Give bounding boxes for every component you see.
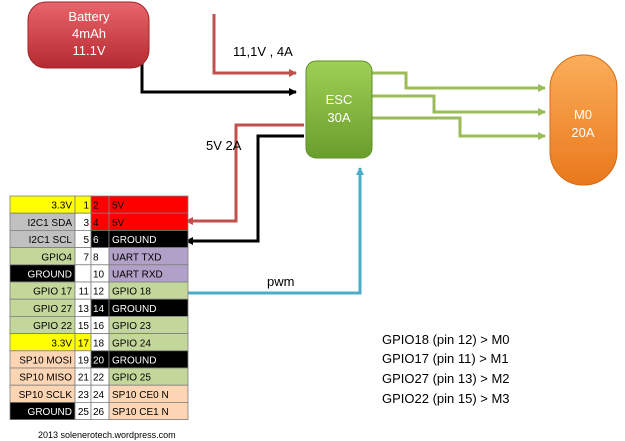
gpio-left-label: I2C1 SDA [28, 218, 73, 229]
gpio-left-pin: 25 [78, 407, 90, 418]
gpio-row-5: GROUND 10 UART RXD [9, 264, 189, 283]
pwm-label: pwm [267, 274, 294, 289]
gpio-right-pin: 6 [93, 235, 99, 246]
gpio-left-label: GROUND [28, 407, 72, 418]
motor-node: M0 20A [549, 54, 618, 186]
gpio-right-pin: 24 [93, 390, 105, 401]
battery-voltage: 11.1V [72, 43, 105, 58]
esc-rating: 30A [327, 110, 350, 125]
gpio-left-pin: 19 [78, 356, 90, 367]
gpio-right-label: 5V [112, 218, 125, 229]
gpio-right-pin: 2 [93, 201, 99, 212]
gpio-left-pin: 1 [83, 201, 89, 212]
gpio-right-label: UART RXD [112, 270, 163, 281]
gpio-left-label: SP10 MISO [19, 373, 72, 384]
battery-label: Battery [68, 9, 110, 24]
gpio-left-pin: 21 [78, 373, 90, 384]
gpio-right-label-cell [108, 401, 189, 420]
mapping-line-m2: GPIO27 (pin 13) > M2 [382, 371, 510, 386]
gpio-right-label: UART TXD [112, 252, 161, 263]
gpio-right-pin: 12 [93, 287, 105, 298]
gpio-right-label: GPIO 23 [112, 321, 151, 332]
gpio-right-pin: 20 [93, 356, 105, 367]
gpio-left-label: 3.3V [51, 201, 72, 212]
gpio-left-pin: 23 [78, 390, 90, 401]
gpio-left-label: GPIO 17 [33, 287, 72, 298]
gpio-left-pin-cell [74, 264, 92, 283]
mapping-line-m3: GPIO22 (pin 15) > M3 [382, 391, 510, 406]
mapping-line-m0: GPIO18 (pin 12) > M0 [382, 332, 510, 347]
gpio-right-pin: 14 [93, 304, 105, 315]
gpio-left-label: GPIO 22 [33, 321, 72, 332]
gpio-right-pin: 22 [93, 373, 105, 384]
gpio-left-pin: 15 [78, 321, 90, 332]
gpio-right-label: GPIO 24 [112, 338, 151, 349]
gpio-left-label: GROUND [28, 270, 72, 281]
battery-node: Battery 4mAh 11.1V [27, 1, 150, 69]
gpio-right-pin: 26 [93, 407, 105, 418]
gpio-left-pin: 11 [79, 287, 90, 298]
power-label: 11,1V , 4A [233, 44, 293, 59]
logic-power-label: 5V 2A [206, 138, 242, 153]
gpio-left-label: GPIO4 [41, 252, 72, 263]
gpio-left-label: SP10 MOSI [19, 356, 72, 367]
5v-wire-esc-to-gpio [185, 123, 304, 225]
gpio-left-label: SP10 SCLK [19, 390, 73, 401]
ground-wire-esc-to-gpio [185, 134, 304, 245]
motor-wire-a [372, 71, 546, 92]
gpio-left-pin: 17 [78, 338, 90, 349]
esc-node: ESC 30A [305, 60, 373, 159]
gpio-right-label: GROUND [112, 235, 156, 246]
gpio-right-label: SP10 CE1 N [112, 407, 169, 418]
motor-wire-c [372, 116, 546, 140]
gpio-left-pin: 3 [83, 218, 89, 229]
motor-rating: 20A [571, 125, 594, 140]
gpio-right-label: GPIO 18 [112, 287, 151, 298]
gpio-right-pin: 18 [93, 338, 105, 349]
gpio-left-pin: 5 [83, 235, 89, 246]
gpio-left-label: I2C1 SCL [29, 235, 73, 246]
gpio-right-label: SP10 CE0 N [112, 390, 169, 401]
gpio-right-pin: 4 [93, 218, 99, 229]
gpio-right-pin: 8 [93, 252, 99, 263]
esc-label: ESC [326, 92, 353, 107]
gpio-right-label: 5V [112, 201, 125, 212]
credit-text: 2013 solenerotech.wordpress.com [38, 430, 176, 440]
gpio-right-label: GROUND [112, 356, 156, 367]
gpio-right-label: GROUND [112, 304, 156, 315]
gpio-left-pin: 7 [83, 252, 89, 263]
gpio-left-pin: 13 [78, 304, 90, 315]
motor-label: M0 [574, 107, 592, 122]
motor-wire-b [372, 94, 546, 116]
gpio-right-pin: 10 [93, 270, 105, 281]
power-wire-battery-to-esc [212, 14, 297, 77]
gpio-left-label: GPIO 27 [33, 304, 72, 315]
gpio-right-pin: 16 [93, 321, 105, 332]
mapping-line-m1: GPIO17 (pin 11) > M1 [382, 351, 509, 366]
gpio-left-label: 3.3V [51, 338, 72, 349]
battery-capacity: 4mAh [72, 26, 106, 41]
pwm-wire-gpio-to-esc [178, 167, 364, 295]
gpio-right-label: GPIO 25 [112, 373, 151, 384]
